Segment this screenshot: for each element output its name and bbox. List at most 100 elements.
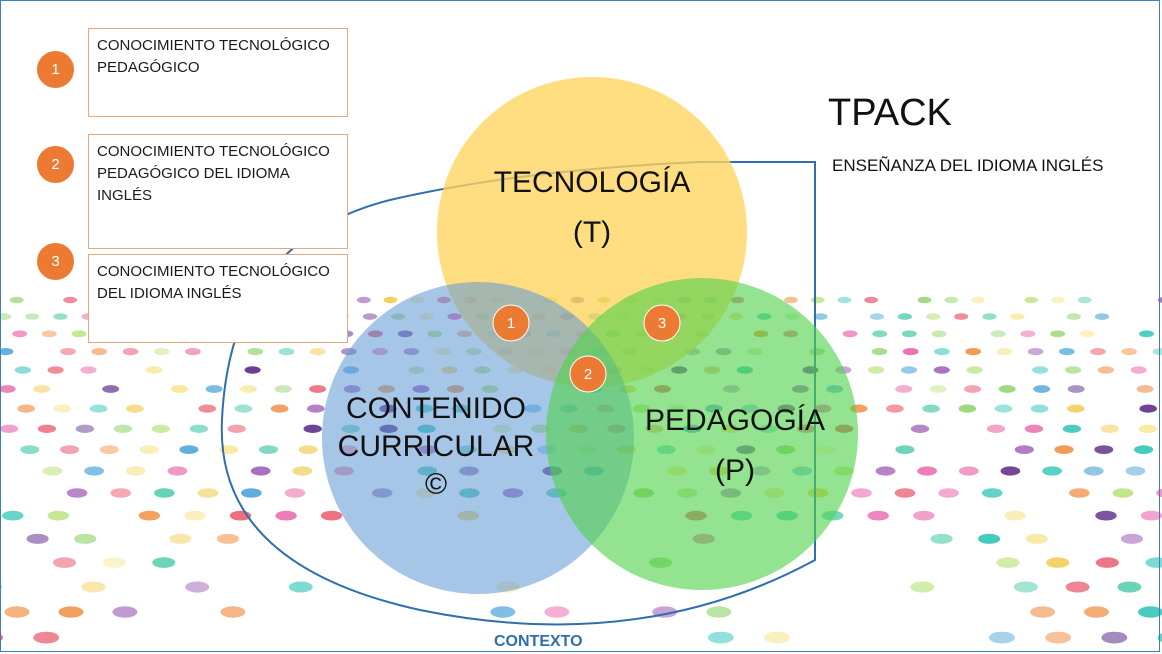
decor-dot — [84, 466, 104, 476]
decor-dot — [309, 348, 326, 356]
decor-dot — [875, 466, 896, 476]
decor-dot — [1090, 348, 1106, 356]
intersection-badge-1 — [492, 304, 530, 342]
decor-dot — [1120, 533, 1143, 544]
decor-dot — [1065, 581, 1090, 593]
decor-dot — [383, 296, 398, 304]
decor-dot — [25, 313, 40, 320]
legend-badge-1: 1 — [36, 50, 75, 89]
decor-dot — [1097, 366, 1114, 374]
intersection-number-1: 1 — [507, 315, 515, 332]
decor-dot — [20, 445, 40, 454]
decor-dot — [284, 488, 306, 498]
decor-dot — [0, 348, 14, 356]
decor-dot — [944, 296, 959, 304]
decor-dot — [931, 330, 947, 338]
decor-dot — [1051, 296, 1065, 304]
decor-dot — [1042, 466, 1062, 476]
decor-dot — [913, 510, 935, 521]
decor-dot — [1010, 313, 1025, 320]
decor-dot — [1069, 488, 1090, 498]
decor-dot — [274, 385, 292, 393]
decor-dot — [110, 488, 131, 498]
decor-dot — [47, 510, 69, 521]
decor-dot — [102, 385, 120, 393]
decor-dot — [994, 404, 1013, 413]
decor-dot — [996, 348, 1013, 356]
technology-label: TECNOLOGÍA (T) — [472, 164, 712, 252]
decor-dot — [91, 348, 107, 356]
decor-dot — [1077, 296, 1092, 304]
decor-dot — [938, 488, 959, 498]
decor-dot — [197, 488, 219, 498]
intersection-number-2: 2 — [584, 366, 592, 383]
decor-dot — [1024, 296, 1039, 304]
decor-dot — [964, 385, 982, 393]
decor-dot — [978, 533, 1001, 544]
decor-dot — [930, 533, 953, 544]
decor-dot — [1145, 557, 1162, 568]
decor-dot — [1138, 424, 1158, 433]
legend-badge-3: 3 — [36, 242, 75, 281]
decor-dot — [75, 424, 95, 433]
decor-dot — [897, 313, 913, 320]
decor-dot — [58, 606, 84, 618]
decor-dot — [1030, 404, 1049, 413]
decor-dot — [1157, 633, 1162, 643]
decor-dot — [152, 557, 176, 568]
decor-dot — [102, 557, 126, 568]
decor-dot — [278, 348, 295, 356]
decor-dot — [922, 404, 940, 413]
decor-dot — [1138, 606, 1162, 618]
decor-dot — [764, 631, 790, 644]
decor-dot — [894, 488, 916, 498]
decor-dot — [1027, 348, 1044, 356]
decor-dot — [900, 366, 918, 374]
decor-dot — [74, 533, 97, 544]
pedagogy-circle — [546, 278, 858, 590]
decor-dot — [1152, 348, 1162, 356]
page-title: TPACK — [828, 92, 952, 134]
decor-dot — [895, 385, 913, 393]
decor-dot — [1032, 366, 1049, 374]
decor-dot — [1014, 445, 1034, 454]
decor-dot — [933, 366, 950, 374]
decor-dot — [216, 533, 239, 544]
decor-dot — [1139, 330, 1154, 338]
decor-dot — [60, 445, 80, 454]
pedagogy-abbr: (P) — [715, 454, 755, 487]
decor-dot — [842, 330, 858, 338]
decor-dot — [871, 348, 888, 356]
decor-dot — [1033, 385, 1051, 393]
decor-dot — [227, 424, 246, 433]
decor-dot — [902, 348, 919, 356]
decor-dot — [113, 424, 133, 433]
decor-dot — [167, 466, 188, 476]
decor-dot — [205, 385, 223, 393]
decor-dot — [989, 631, 1015, 644]
context-label: CONTEXTO — [494, 633, 583, 650]
decor-dot — [1140, 510, 1162, 521]
decor-dot — [958, 466, 979, 476]
decor-dot — [33, 631, 60, 644]
decor-dot — [81, 581, 106, 593]
decor-dot — [63, 296, 77, 304]
decor-dot — [1130, 366, 1147, 374]
legend-item-3: Conocimiento tecnológico del idioma ingl… — [88, 254, 348, 343]
decor-dot — [1095, 510, 1117, 521]
content-name-line2: CURRICULAR — [337, 430, 535, 463]
decor-dot — [1066, 313, 1081, 320]
decor-dot — [99, 445, 119, 454]
decor-dot — [868, 366, 885, 374]
decor-dot — [1020, 330, 1036, 338]
decor-dot — [910, 581, 935, 593]
decor-dot — [784, 296, 798, 304]
decor-dot — [1024, 424, 1044, 433]
decor-dot — [153, 348, 170, 356]
decor-dot — [125, 466, 146, 476]
decor-dot — [259, 445, 278, 454]
decor-dot — [189, 424, 208, 433]
decor-dot — [707, 631, 734, 644]
decor-dot — [275, 510, 297, 521]
decor-dot — [41, 330, 57, 338]
